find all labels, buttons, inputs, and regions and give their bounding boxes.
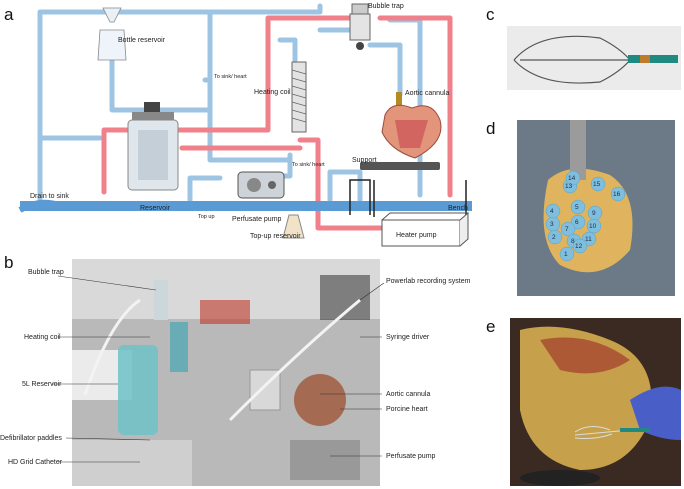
heart-schematic-icon [381,92,442,159]
grid-num-14: 14 [568,175,576,182]
grid-num-2: 2 [552,234,556,241]
panel-a-letter: a [4,5,14,24]
label-heating-coil-a: Heating coil [254,89,291,96]
drain-channel [18,199,64,213]
bottle-reservoir-icon [97,7,127,61]
label-perfusate-pump-b: Perfusate pump [386,453,436,460]
grid-num-3: 3 [550,221,554,228]
label-drain-to-sink: Drain to sink [30,193,69,200]
label-bubble-trap-b: Bubble trap [28,269,64,276]
panel-b: b Bubble t [0,253,471,486]
label-bottle-reservoir: Bottle reservoir [118,37,166,44]
red-tubing [101,15,453,231]
grid-num-13: 13 [565,183,573,190]
panel-c: c [486,5,681,90]
label-to-sink-heart-1: To sink/ heart [214,74,247,80]
label-bubble-trap-a: Bubble trap [368,3,404,10]
grid-num-7: 7 [565,226,569,233]
label-top-up-reservoir: Top-up reservoir [250,233,301,240]
label-top-up: Top up [198,214,215,220]
label-porcine-heart: Porcine heart [386,406,428,413]
grid-num-15: 15 [593,181,601,188]
grid-num-6: 6 [575,219,579,226]
grid-num-10: 10 [589,223,597,230]
panel-d-letter: d [486,119,495,138]
grid-num-8: 8 [571,238,575,245]
panel-d: d 1 2 3 4 5 6 7 8 9 10 11 12 [486,119,675,296]
panel-b-photo [72,259,380,486]
label-defibrillator-paddles: Defibrillator paddles [0,435,62,442]
panel-b-letter: b [4,253,13,272]
perfusate-pump-icon [237,171,285,199]
heating-coil-icon [291,61,307,133]
label-heating-coil-b: Heating coil [24,334,61,341]
top-up-reservoir-icon [282,214,305,239]
grid-num-11: 11 [585,236,592,243]
bubble-trap-icon [349,3,371,50]
label-support: Support [352,157,377,164]
grid-num-5: 5 [575,204,579,211]
grid-num-12: 12 [575,243,583,250]
panel-c-photo [507,26,681,90]
panel-c-letter: c [486,5,495,24]
label-5l-reservoir: 5L Reservoir [22,381,62,388]
label-heater-pump: Heater pump [396,232,437,239]
label-bench: Bench [448,205,468,212]
heater-pump-box [381,211,469,247]
label-aortic-cannula-b: Aortic cannula [386,391,430,398]
panel-b-leader-lines [52,275,385,463]
reservoir-vessel-icon [127,102,179,191]
bench-bar [20,201,472,211]
panel-e-letter: e [486,317,495,336]
label-to-sink-heart-2: To sink/ heart [292,162,325,168]
grid-num-16: 16 [613,191,621,198]
panel-e: e [486,317,681,486]
electrode-grid: 1 2 3 4 5 6 7 8 9 10 11 12 13 14 15 16 [545,170,626,262]
grid-num-1: 1 [564,251,568,258]
panel-a: a [4,3,472,247]
support-base [360,162,440,170]
support-frame [349,179,371,215]
label-powerlab: Powerlab recording system [386,278,471,285]
label-hd-grid-catheter: HD Grid Catheter [8,459,63,466]
label-syringe-driver: Syringe driver [386,334,430,341]
label-reservoir: Reservoir [140,205,171,212]
grid-num-4: 4 [550,208,554,215]
panel-e-photo [510,318,681,486]
label-aortic-cannula-a: Aortic cannula [405,90,449,97]
grid-num-9: 9 [592,210,596,217]
label-perfusate-pump-a: Perfusate pump [232,216,282,223]
